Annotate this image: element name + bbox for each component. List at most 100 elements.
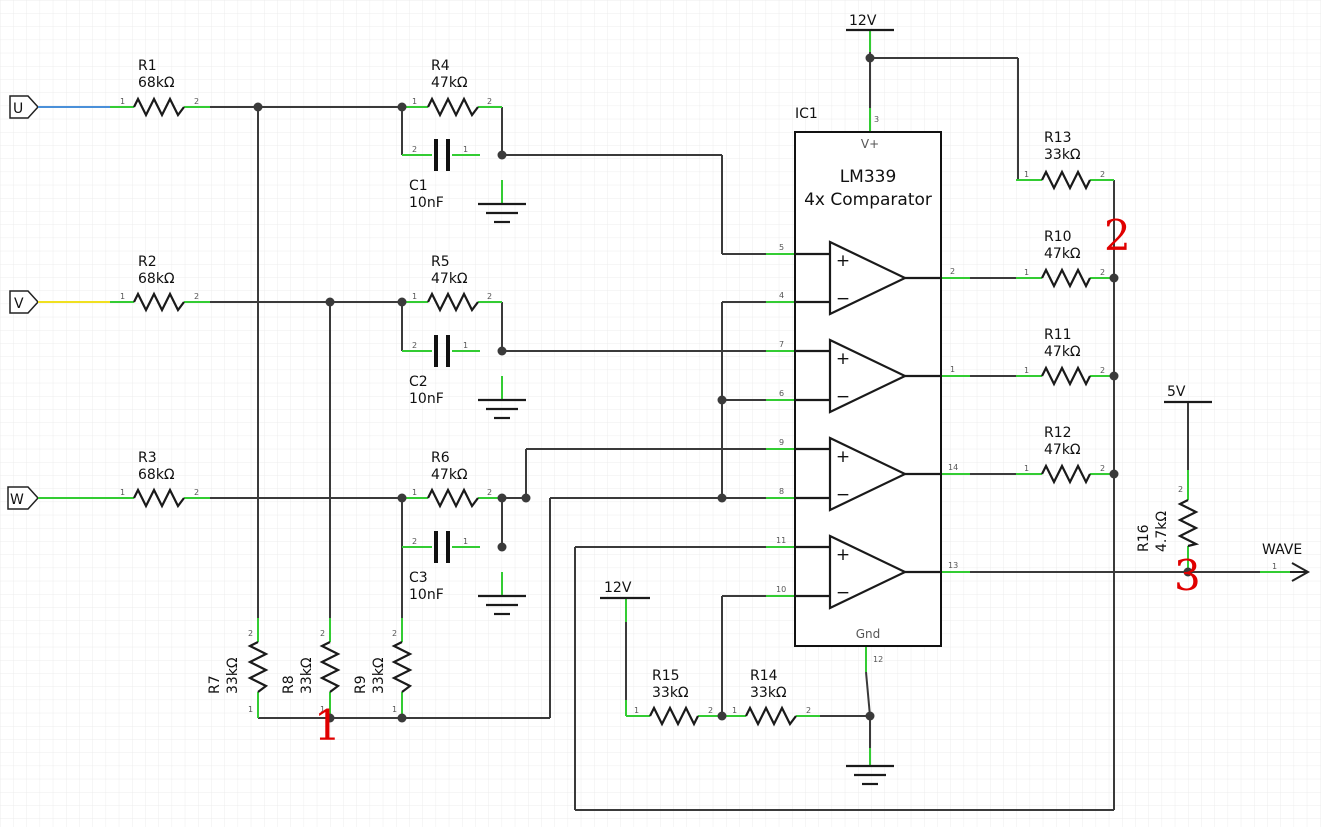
component-labels: R1 68kΩ R2 68kΩ R3 68kΩ R4 47kΩ R5 47kΩ … (138, 58, 1170, 701)
comparator-b (828, 338, 908, 414)
rail-12v-top: 12V (846, 13, 894, 32)
r14-value: 33kΩ (750, 685, 787, 701)
svg-text:2: 2 (194, 97, 199, 106)
r11-body (1041, 365, 1091, 387)
r14-body (745, 705, 797, 727)
r15-ref: R15 (652, 668, 680, 684)
r1-ref: R1 (138, 58, 157, 74)
rail-12v-bottom: 12V (600, 580, 650, 600)
ic1-desc: 4x Comparator (804, 190, 932, 210)
svg-text:6: 6 (779, 389, 784, 398)
svg-text:2: 2 (194, 488, 199, 497)
svg-text:1: 1 (1272, 562, 1277, 571)
r3-body (133, 487, 185, 509)
r15-body (649, 705, 699, 727)
wave-output[interactable]: WAVE (1262, 542, 1311, 582)
r4-value: 47kΩ (431, 75, 468, 91)
r2-body (133, 291, 185, 313)
ground-symbols (478, 202, 894, 786)
r16-value: 4.7kΩ (1154, 511, 1170, 552)
svg-text:12: 12 (873, 655, 883, 664)
svg-text:2: 2 (320, 629, 325, 638)
r14-ref: R14 (750, 668, 778, 684)
r7-body (247, 641, 269, 693)
r12-value: 47kΩ (1044, 442, 1081, 458)
port-v[interactable]: V (9, 290, 40, 314)
resistor-bodies (133, 96, 1200, 727)
svg-text:1: 1 (412, 292, 417, 301)
ic1-name: LM339 (840, 167, 897, 187)
svg-text:1: 1 (463, 537, 468, 546)
r4-body (427, 96, 479, 118)
svg-text:2: 2 (412, 341, 417, 350)
r6-ref: R6 (431, 450, 450, 466)
svg-text:2: 2 (806, 706, 811, 715)
c2-ref: C2 (409, 374, 428, 390)
r8-body (319, 641, 341, 693)
svg-text:13: 13 (948, 561, 958, 570)
r4-ref: R4 (431, 58, 450, 74)
svg-text:1: 1 (950, 365, 955, 374)
svg-text:8: 8 (779, 487, 784, 496)
capacitor-plates (434, 139, 450, 563)
svg-text:1: 1 (120, 488, 125, 497)
svg-text:1: 1 (320, 705, 325, 714)
svg-text:2: 2 (412, 145, 417, 154)
comp-d-plus: + (836, 545, 850, 565)
r9-value: 33kΩ (371, 657, 387, 694)
port-w[interactable]: W (7, 486, 40, 510)
svg-text:10: 10 (776, 585, 786, 594)
comp-b-plus: + (836, 349, 850, 369)
comp-d-minus: − (836, 583, 850, 603)
comp-a-plus: + (836, 251, 850, 271)
comparator-a (828, 240, 908, 316)
c1-ref: C1 (409, 178, 428, 194)
rail-12v-bottom-label: 12V (604, 580, 632, 596)
rail-5v-label: 5V (1167, 384, 1186, 400)
marker-2: 2 (1104, 211, 1131, 260)
r10-value: 47kΩ (1044, 246, 1081, 262)
comp-c-minus: − (836, 485, 850, 505)
svg-text:1: 1 (463, 145, 468, 154)
r5-ref: R5 (431, 254, 450, 270)
marker-3: 3 (1174, 551, 1201, 600)
ic-pin-numbers: 5 4 7 6 9 8 11 10 2 1 14 13 3 12 (776, 115, 958, 664)
r5-body (427, 291, 479, 313)
svg-text:2: 2 (708, 706, 713, 715)
port-u[interactable]: U (9, 95, 40, 119)
svg-text:1: 1 (412, 488, 417, 497)
port-u-label: U (13, 101, 23, 117)
c3-ref: C3 (409, 570, 428, 586)
svg-text:3: 3 (874, 115, 879, 124)
svg-text:1: 1 (120, 97, 125, 106)
svg-text:1: 1 (1024, 464, 1029, 473)
comparator-d (828, 534, 908, 610)
marker-1: 1 (314, 701, 341, 750)
r13-ref: R13 (1044, 130, 1072, 146)
svg-text:9: 9 (779, 438, 784, 447)
svg-text:1: 1 (120, 292, 125, 301)
r8-value: 33kΩ (299, 657, 315, 694)
r2-value: 68kΩ (138, 271, 175, 287)
svg-text:2: 2 (1100, 366, 1105, 375)
ic1-gnd: Gnd (856, 627, 881, 641)
ground-c2 (478, 398, 526, 420)
svg-text:1: 1 (463, 341, 468, 350)
r1-value: 68kΩ (138, 75, 175, 91)
svg-text:2: 2 (1100, 464, 1105, 473)
r3-value: 68kΩ (138, 467, 175, 483)
svg-text:2: 2 (487, 97, 492, 106)
svg-text:1: 1 (248, 705, 253, 714)
svg-text:2: 2 (487, 292, 492, 301)
r16-ref: R16 (1136, 524, 1152, 552)
r9-body (391, 641, 413, 693)
comp-b-minus: − (836, 387, 850, 407)
r1-body (133, 96, 185, 118)
ic1[interactable]: IC1 LM339 4x Comparator V+ Gnd + − + − +… (794, 106, 942, 647)
svg-text:4: 4 (779, 291, 784, 300)
svg-text:1: 1 (1024, 366, 1029, 375)
